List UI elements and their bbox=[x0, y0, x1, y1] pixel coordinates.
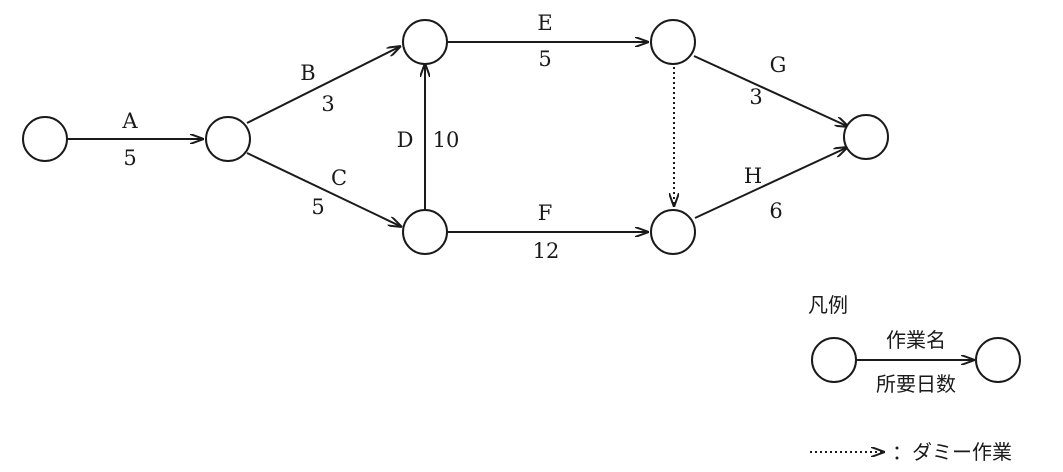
label-B-days: 3 bbox=[321, 92, 334, 116]
label-C-days: 5 bbox=[311, 195, 324, 219]
label-D-days: 10 bbox=[433, 128, 460, 152]
legend-dummy-label: ：ダミー作業 bbox=[892, 440, 1012, 464]
node-2 bbox=[205, 116, 251, 162]
legend-required-days: 所要日数 bbox=[876, 372, 956, 396]
label-H-name: H bbox=[744, 164, 762, 188]
label-E-days: 5 bbox=[538, 47, 551, 71]
label-C-name: C bbox=[331, 166, 347, 190]
edge-B bbox=[246, 46, 401, 124]
label-G-days: 3 bbox=[749, 85, 762, 109]
legend-title: 凡例 bbox=[808, 293, 848, 317]
edge-H bbox=[694, 147, 848, 219]
legend-node-end bbox=[975, 337, 1021, 383]
edge-G bbox=[693, 55, 849, 127]
label-A-days: 5 bbox=[123, 146, 136, 170]
node-3 bbox=[402, 19, 448, 65]
node-6 bbox=[650, 209, 696, 255]
label-H-days: 6 bbox=[769, 199, 782, 223]
label-G-name: G bbox=[770, 53, 787, 77]
edge-C bbox=[246, 152, 402, 227]
label-F-name: F bbox=[538, 201, 553, 225]
node-1 bbox=[22, 116, 68, 162]
label-F-days: 12 bbox=[533, 239, 560, 263]
node-5 bbox=[650, 19, 696, 65]
label-B-name: B bbox=[300, 61, 315, 85]
node-4 bbox=[402, 209, 448, 255]
label-A-name: A bbox=[121, 109, 138, 133]
label-E-name: E bbox=[537, 11, 552, 35]
legend-work-name: 作業名 bbox=[886, 328, 946, 352]
legend-node-start bbox=[811, 337, 857, 383]
node-7 bbox=[843, 114, 889, 160]
label-D-name: D bbox=[397, 128, 414, 152]
